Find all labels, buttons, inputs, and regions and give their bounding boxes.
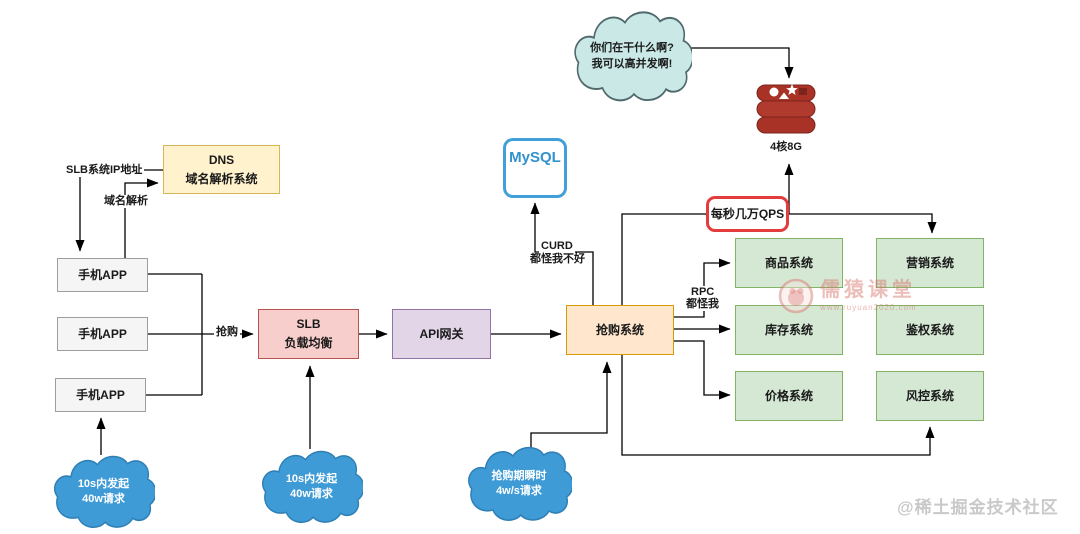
seckill-label: 抢购系统 (595, 322, 644, 337)
edge-cloud-to-redis (691, 47, 794, 79)
api-gateway-label: API网关 (419, 326, 464, 341)
marketing-system-node: 营销系统 (876, 238, 984, 288)
slb-load-balancer-node: SLB 负载均衡 (258, 309, 359, 359)
phone-app-label: 手机APP (78, 267, 127, 282)
burst1-line2: 40w请求 (82, 493, 125, 505)
redis-node: 4核8G (750, 80, 822, 158)
cloud-shape (261, 450, 363, 523)
auth-system-node: 鉴权系统 (876, 305, 984, 355)
dns-node-subtitle: 域名解析系统 (185, 171, 258, 186)
product-system-node: 商品系统 (735, 238, 843, 288)
phone-app-node-2: 手机APP (57, 317, 148, 351)
price-system-label: 价格系统 (764, 388, 813, 403)
dns-system-node: DNS 域名解析系统 (163, 145, 280, 194)
product-system-label: 商品系统 (764, 255, 813, 270)
slb-node-subtitle: 负载均衡 (284, 336, 333, 350)
edge-label-curd-blame: 都怪我不好 (528, 253, 587, 267)
inventory-system-node: 库存系统 (735, 305, 843, 355)
redis-icon (756, 84, 816, 134)
burst-cloud-1: 10s内发起 40w请求 (52, 453, 155, 531)
risk-system-node: 风控系统 (876, 371, 984, 421)
burst2-line2: 40w请求 (290, 488, 333, 500)
phone-app-label: 手机APP (76, 387, 125, 402)
edge-dns-to-app-ip (75, 169, 163, 252)
speech-line1: 你们在干什么啊? (590, 42, 674, 55)
edge-app-to-dns-resolve (124, 178, 159, 258)
edge-label-buy: 抢购 (214, 326, 240, 340)
marketing-system-label: 营销系统 (905, 255, 954, 270)
edge-label-slb-ip: SLB系统IP地址 (64, 164, 145, 178)
burst2-line1: 10s内发起 (285, 472, 338, 485)
burst-cloud-3: 抢购期瞬时 4w/s请求 (466, 444, 572, 524)
api-gateway-node: API网关 (392, 309, 491, 359)
edge-seckill-to-price (674, 340, 731, 400)
edge-label-rpc-blame: 都怪我 (684, 298, 721, 312)
seckill-system-node: 抢购系统 (566, 305, 674, 355)
qps-callout: 每秒几万QPS (706, 196, 789, 232)
cloud-shape (468, 446, 572, 521)
redis-speech-cloud: 你们在干什么啊? 我可以高并发啊! (572, 8, 692, 105)
edge-label-curd: CURD (539, 240, 575, 254)
phone-app-node-3: 手机APP (55, 378, 146, 412)
ruyuan-watermark: 儒猿课堂 www.ruyuan2020.com (778, 278, 917, 314)
edge-seckill-to-risk (621, 355, 935, 456)
risk-system-label: 风控系统 (905, 388, 954, 403)
phone-app-node-1: 手机APP (57, 258, 148, 292)
ruyuan-logo-icon (778, 278, 814, 314)
ruyuan-watermark-url: www.ruyuan2020.com (820, 303, 917, 312)
juejin-watermark: @稀土掘金技术社区 (897, 498, 1059, 517)
edge-cloud3-to-seckill (530, 361, 612, 449)
burst3-line2: 4w/s请求 (496, 485, 542, 497)
mysql-label: MySQL (509, 149, 561, 166)
dns-node-title: DNS (208, 152, 235, 167)
cloud-shape (574, 11, 692, 102)
slb-node-title: SLB (296, 317, 321, 332)
cloud-shape (53, 455, 155, 528)
qps-callout-label: 每秒几万QPS (710, 206, 785, 221)
mysql-node: MySQL (503, 138, 567, 198)
edge-label-rpc: RPC (689, 286, 717, 300)
phone-app-label: 手机APP (78, 326, 127, 341)
burst-cloud-2: 10s内发起 40w请求 (260, 448, 363, 526)
inventory-system-label: 库存系统 (764, 322, 813, 337)
speech-line2: 我可以高并发啊! (591, 57, 673, 70)
burst1-line1: 10s内发起 (77, 477, 130, 490)
edge-label-dns-resolve: 域名解析 (102, 195, 150, 209)
price-system-node: 价格系统 (735, 371, 843, 421)
auth-system-label: 鉴权系统 (905, 322, 954, 337)
burst3-line1: 抢购期瞬时 (491, 469, 547, 482)
redis-spec-label: 4核8G (770, 141, 802, 153)
ruyuan-watermark-title: 儒猿课堂 (820, 279, 916, 301)
